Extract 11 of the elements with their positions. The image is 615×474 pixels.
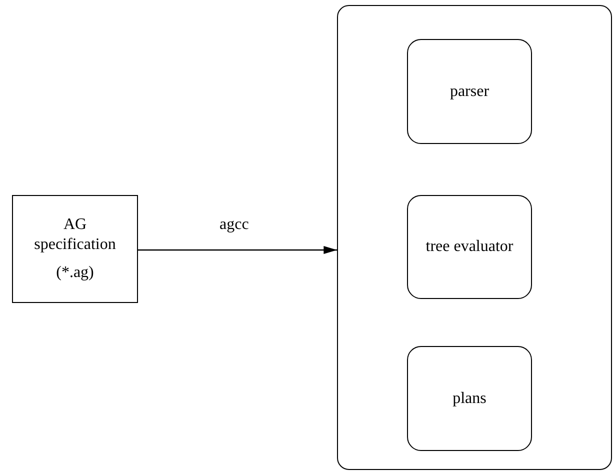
container-box — [337, 5, 612, 470]
node-label: tree evaluator — [426, 237, 514, 257]
process-box — [407, 39, 532, 144]
arrow — [138, 246, 337, 254]
process-box — [407, 346, 532, 451]
spec-box — [12, 195, 138, 303]
node-note: (*.ag) — [56, 263, 94, 283]
process-box — [407, 195, 532, 299]
node-label: AG specification — [33, 215, 117, 255]
node-label: plans — [452, 388, 486, 408]
node-label: parser — [450, 82, 490, 102]
